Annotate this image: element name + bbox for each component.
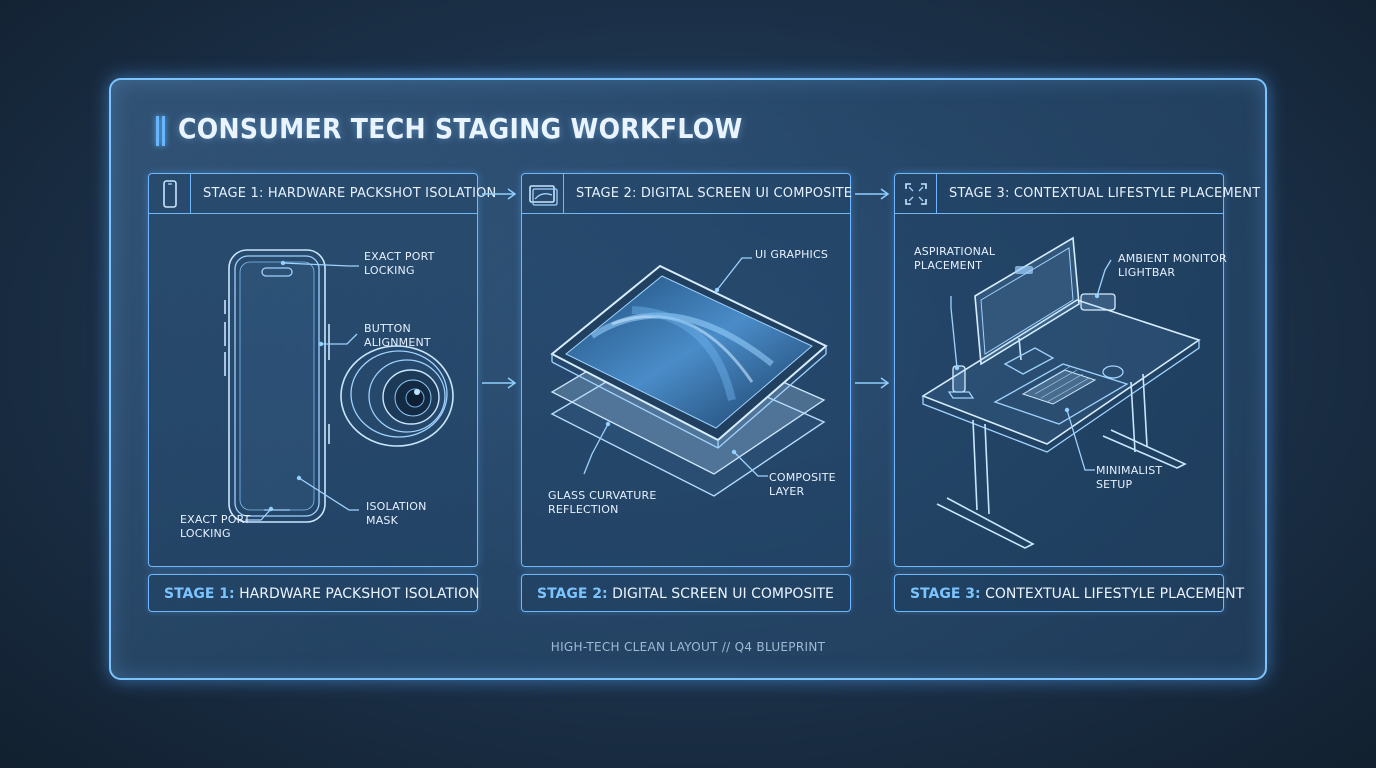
stage-3-header: STAGE 3: CONTEXTUAL LIFESTYLE PLACEMENT bbox=[895, 174, 1260, 214]
expand-arrows-icon bbox=[895, 174, 937, 214]
stage-1-title: STAGE 1: HARDWARE PACKSHOT ISOLATION bbox=[203, 186, 497, 201]
callout-button-1: BUTTON bbox=[364, 322, 411, 335]
stage-2-footer-number: STAGE 2: bbox=[537, 586, 608, 602]
stage-2-header: STAGE 2: DIGITAL SCREEN UI COMPOSITE bbox=[522, 174, 853, 214]
callout-port-bottom-1: EXACT PORT bbox=[180, 513, 251, 526]
stage-1-footer: STAGE 1: HARDWARE PACKSHOT ISOLATION bbox=[148, 574, 480, 612]
phone-illustration bbox=[224, 249, 330, 523]
stage-2-footer: STAGE 2: DIGITAL SCREEN UI COMPOSITE bbox=[521, 574, 851, 612]
camera-lens-illustration bbox=[340, 345, 454, 447]
callout-port-top-1: EXACT PORT bbox=[364, 250, 435, 263]
screen-composite-icon bbox=[522, 174, 564, 214]
callout-ui-graphics: UI GRAPHICS bbox=[755, 248, 829, 261]
callout-layer-2: LAYER bbox=[769, 485, 805, 498]
callout-port-top-2: LOCKING bbox=[364, 264, 415, 277]
stage-3-illustration bbox=[895, 214, 1223, 566]
callout-mask-2: MASK bbox=[366, 514, 399, 527]
callout-ambient-2: LIGHTBAR bbox=[1118, 266, 1176, 279]
stage-3-title: STAGE 3: CONTEXTUAL LIFESTYLE PLACEMENT bbox=[949, 186, 1261, 201]
stage-1-footer-number: STAGE 1: bbox=[164, 586, 235, 602]
footer-note: HIGH-TECH CLEAN LAYOUT // Q4 BLUEPRINT bbox=[550, 640, 826, 654]
stage-1-header: STAGE 1: HARDWARE PACKSHOT ISOLATION bbox=[149, 174, 496, 214]
callout-glass-2: REFLECTION bbox=[548, 503, 619, 516]
callout-layer-1: COMPOSITE bbox=[769, 471, 836, 484]
stage-3-footer-number: STAGE 3: bbox=[910, 586, 981, 602]
stage-1-panel: STAGE 1: HARDWARE PACKSHOT ISOLATION bbox=[148, 173, 496, 567]
callout-aspirational-1: ASPIRATIONAL bbox=[914, 245, 996, 258]
stage-2-illustration bbox=[522, 214, 850, 566]
arrow-right-icon bbox=[855, 377, 890, 389]
arrow-right-icon bbox=[855, 188, 890, 200]
arrow-right-icon bbox=[482, 377, 517, 389]
callout-aspirational-2: PLACEMENT bbox=[914, 259, 983, 272]
callout-mask-1: ISOLATION bbox=[366, 500, 427, 513]
callout-minimalist-2: SETUP bbox=[1096, 478, 1133, 491]
page-title: CONSUMER TECH STAGING WORKFLOW bbox=[178, 112, 743, 145]
stage-1-footer-text: HARDWARE PACKSHOT ISOLATION bbox=[234, 586, 480, 602]
callout-ambient-1: AMBIENT MONITOR bbox=[1118, 252, 1227, 265]
stage-2-title: STAGE 2: DIGITAL SCREEN UI COMPOSITE bbox=[576, 186, 853, 201]
callout-glass-1: GLASS CURVATURE bbox=[548, 489, 657, 502]
callout-button-2: ALIGNMENT bbox=[364, 336, 431, 349]
stage-3-footer-text: CONTEXTUAL LIFESTYLE PLACEMENT bbox=[980, 586, 1245, 602]
title-accent-bars bbox=[156, 116, 166, 146]
stage-1-illustration bbox=[149, 214, 477, 566]
stage-2-panel: STAGE 2: DIGITAL SCREEN UI COMPOSITE bbox=[521, 173, 853, 567]
stage-2-footer-text: DIGITAL SCREEN UI COMPOSITE bbox=[607, 586, 834, 602]
stage-3-panel: STAGE 3: CONTEXTUAL LIFESTYLE PLACEMENT bbox=[894, 173, 1260, 567]
stage-3-footer: STAGE 3: CONTEXTUAL LIFESTYLE PLACEMENT bbox=[894, 574, 1244, 612]
arrow-right-icon bbox=[482, 188, 517, 200]
smartphone-icon bbox=[149, 174, 191, 214]
callout-port-bottom-2: LOCKING bbox=[180, 527, 231, 540]
callout-minimalist-1: MINIMALIST bbox=[1096, 464, 1163, 477]
